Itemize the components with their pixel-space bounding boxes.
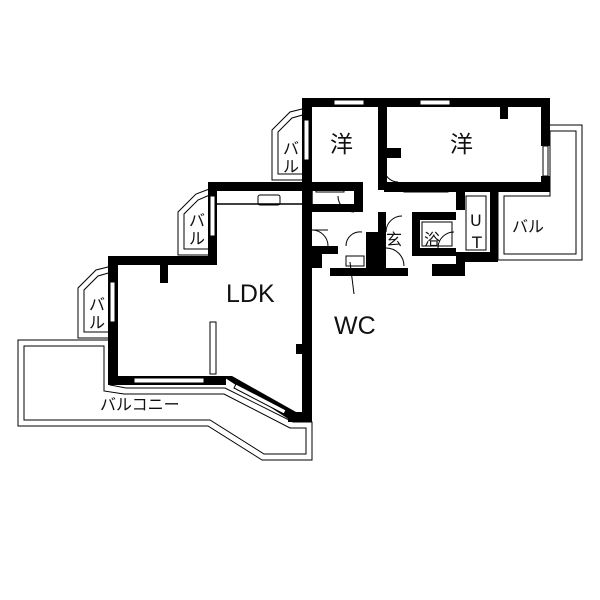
room-ldk: LDK (226, 280, 275, 308)
balcony-small-low-label-1: バ (89, 295, 105, 314)
exterior-walls (108, 98, 550, 422)
balcony-small-top-label-2: ル (283, 157, 299, 176)
room-utility-t: T (471, 233, 482, 252)
balcony-small-low-label-2: ル (89, 313, 105, 332)
room-bath: 浴 (424, 230, 440, 249)
room-utility-u: U (470, 211, 482, 230)
balcony-main-label: バルコニー (100, 395, 180, 414)
balcony-small-top-label-1: バ (283, 139, 299, 158)
balcony-right (497, 124, 583, 261)
windows (109, 99, 549, 415)
interior-details (209, 167, 487, 375)
balcony-small-mid-label-2: ル (189, 229, 205, 248)
balcony-small-mid-label-1: バ (189, 211, 205, 230)
room-western-right: 洋 (450, 132, 473, 158)
room-western-left: 洋 (330, 132, 353, 158)
room-entrance: 玄 (386, 230, 402, 249)
room-wc: WC (334, 312, 376, 340)
balcony-right-label: バル (512, 217, 544, 236)
